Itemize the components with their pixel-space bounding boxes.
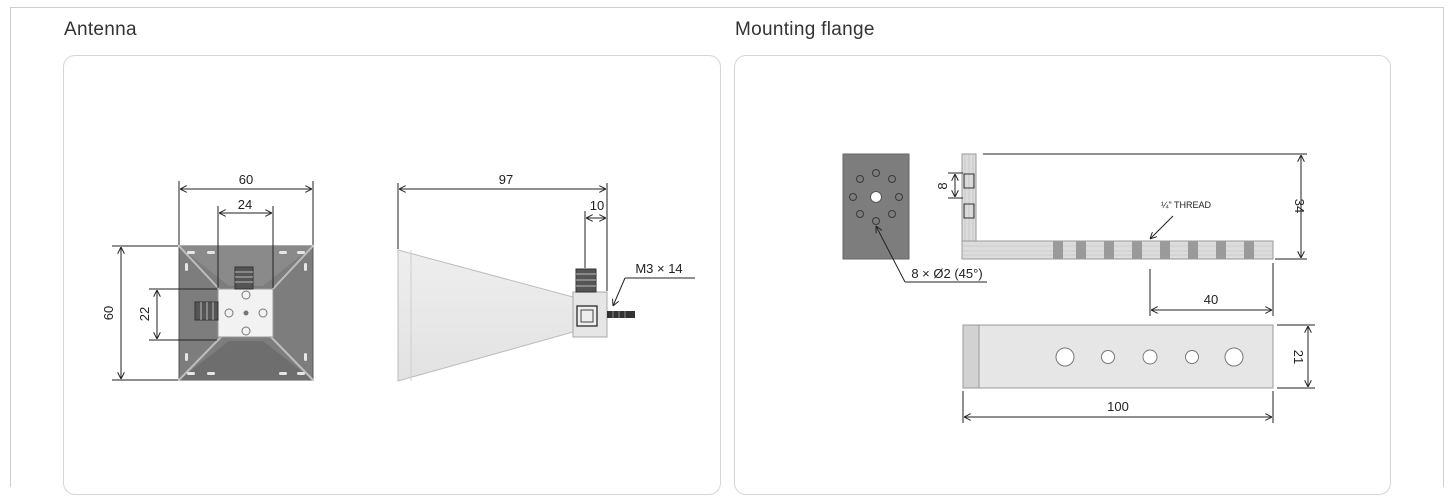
hole-spacing-label: 40 bbox=[1204, 292, 1218, 307]
flange-bracket-side-view bbox=[961, 153, 1274, 260]
flange-plate-view bbox=[842, 153, 910, 260]
antenna-height-label: 60 bbox=[101, 306, 116, 320]
horn-body bbox=[397, 249, 574, 382]
flange-bracket-top-view bbox=[962, 324, 1274, 389]
bracket-length-label: 100 bbox=[1107, 399, 1129, 414]
antenna-inner-height-label: 22 bbox=[137, 307, 152, 321]
antenna-front-dimensions bbox=[112, 181, 314, 381]
screw-size-label: M3 × 14 bbox=[635, 261, 682, 276]
thread-label: ¼" THREAD bbox=[1161, 200, 1212, 210]
thread-slots bbox=[1053, 241, 1254, 259]
flange-panel: 8 × Ø2 (45°) bbox=[734, 55, 1391, 495]
bracket-holes bbox=[1055, 347, 1244, 367]
bracket-width-label: 21 bbox=[1291, 350, 1306, 364]
flange-slots bbox=[185, 251, 307, 375]
antenna-inner-width-label: 24 bbox=[238, 197, 252, 212]
plate-holes-label: 8 × Ø2 (45°) bbox=[911, 266, 982, 281]
antenna-length-label: 97 bbox=[499, 172, 513, 187]
plate-hole-circle bbox=[849, 169, 903, 225]
flange-panel-title: Mounting flange bbox=[735, 19, 875, 40]
antenna-panel: 60 24 60 22 97 bbox=[63, 55, 721, 495]
page-frame bbox=[10, 7, 1444, 487]
m3-screw bbox=[607, 311, 635, 318]
bracket-height-label: 34 bbox=[1292, 199, 1307, 213]
tab-height-label: 8 bbox=[935, 182, 950, 189]
antenna-drawing: 60 24 60 22 97 bbox=[101, 172, 695, 382]
connector-offset-label: 10 bbox=[590, 198, 604, 213]
antenna-panel-title: Antenna bbox=[64, 19, 137, 40]
antenna-side-view bbox=[397, 249, 635, 382]
antenna-width-label: 60 bbox=[239, 172, 253, 187]
antenna-front-view bbox=[178, 245, 314, 381]
antenna-side-dimensions bbox=[397, 183, 695, 306]
flange-plate bbox=[842, 153, 910, 260]
flange-drawing: 8 × Ø2 (45°) bbox=[842, 153, 1315, 423]
bracket-plate bbox=[962, 324, 1274, 389]
